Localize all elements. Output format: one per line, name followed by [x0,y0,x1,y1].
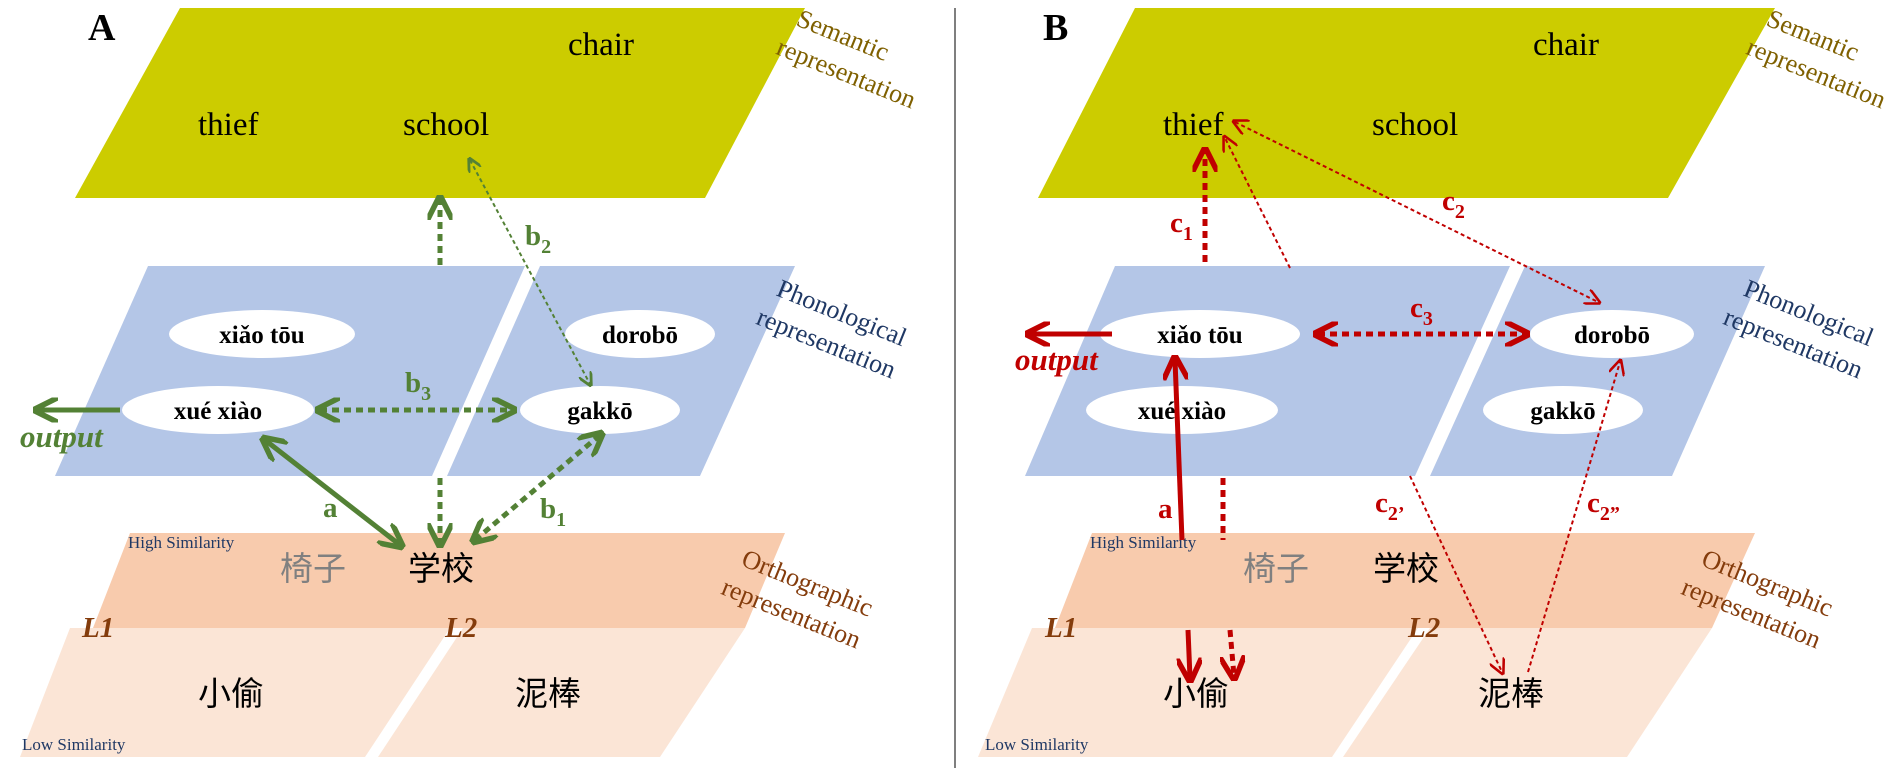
panel-b-node-dorobo-label: dorobō [1574,322,1650,349]
panel-a-node-gakko [520,386,680,434]
panel-a-semantic-school: school [403,107,489,143]
panel-b-ortho-high [1055,533,1755,628]
panel-b-label-c2p: c2’ [1375,487,1405,525]
panel-a-ortho-low-l1 [20,628,450,757]
panel-a-char-xiaotou: 小偷 [198,675,264,712]
panel-b-label-a: a [1158,493,1173,525]
panel-b-low-similarity: Low Similarity [985,735,1089,754]
panel-b-node-gakko-label: gakkō [1530,398,1595,425]
panel-a-char-xuexiao: 学校 [408,550,474,587]
panel-a-label-b2: b2 [525,220,551,258]
panel-b-semantic-chair: chair [1533,27,1599,63]
panel-b-label-c1: c1 [1170,207,1193,245]
panel-a-node-dorobo [565,310,715,358]
panel-a-semantic-thief: thief [198,107,258,143]
panel-a-low-similarity: Low Similarity [22,735,126,754]
panel-a-char-dorobo: 泥棒 [515,675,581,712]
panel-b-high-similarity: High Similarity [1090,533,1197,552]
panel-a-ortho-high [93,533,785,628]
panel-a-ortho-low-l2 [378,628,745,757]
panel-a-high-similarity: High Similarity [128,533,235,552]
panel-b-label-c3: c3 [1410,292,1433,330]
panel-a-char-yizi: 椅子 [280,550,346,587]
panel-b-char-dorobo: 泥棒 [1478,675,1544,712]
panel-a-l2: L2 [444,612,477,644]
panel-a-node-gakko-label: gakkō [567,398,632,425]
panel-a-node-xiaotou [169,310,355,358]
panel-a-node-xuexiao [122,386,314,434]
panel-a-l1: L1 [81,612,114,644]
panel-a-phono-l1 [55,266,525,476]
panel-b-node-xiaotou-label: xiǎo tōu [1157,322,1243,349]
panel-b-label-c2pp: c2” [1587,487,1620,525]
panel-b-node-xuexiao-label: xué xiào [1138,398,1226,425]
panel-b-label-c2: c2 [1442,185,1465,223]
panel-b-arrow-c2 [1235,122,1598,302]
panel-a-label-b3: b3 [405,367,431,405]
panel-b-node-dorobo [1530,310,1694,358]
panel-a-node-xiaotou-label: xiǎo tōu [219,322,305,349]
panel-b-phono-l1 [1025,266,1510,476]
panel-b-output-label: output [1015,342,1099,377]
panel-b-arrow-ortho-down-dashed [1230,629,1234,676]
panel-b-semantic-school: school [1372,107,1458,143]
panel-b-semantic-layer [1038,8,1775,198]
panel-b-node-xuexiao [1086,386,1278,434]
panel-b-arrow-c2p [1409,475,1502,672]
panel-b-node-xiaotou [1100,310,1300,358]
panel-a-arrow-b2 [470,160,590,384]
panel-a-label-b1: b1 [540,493,566,531]
panel-a-letter: A [88,7,116,49]
panel-a-label-a: a [323,492,338,524]
panel-b-char-xuexiao: 学校 [1373,550,1439,587]
panel-b-letter: B [1043,7,1068,49]
panel-b-char-xiaotou: 小偷 [1163,675,1229,712]
panel-a-semantic-layer [75,8,805,198]
panel-b-arrow-c2pp [1527,362,1620,673]
panel-b-l1: L1 [1044,612,1077,644]
panel-b-semantic-thief: thief [1163,107,1223,143]
panel-b-l2: L2 [1407,612,1440,644]
panel-b-ortho-low-l2 [1343,628,1712,757]
panel-b-ortho-low-l1 [978,628,1418,757]
panel-a-node-dorobo-label: dorobō [602,322,678,349]
panel-a-node-xuexiao-label: xué xiào [174,398,262,425]
panel-a-output-label: output [20,419,104,454]
panel-a: A chair thief school Semantic representa… [20,4,920,757]
panel-b-arrow-a [1175,360,1182,541]
panel-a-arrow-b1 [475,435,600,540]
panel-b: B chair thief school Semantic representa… [978,4,1890,757]
panel-b-char-yizi: 椅子 [1243,550,1309,587]
panel-a-semantic-chair: chair [568,27,634,63]
panel-a-arrow-a [265,440,400,545]
panel-b-arrow-ortho-down-solid [1188,629,1190,678]
